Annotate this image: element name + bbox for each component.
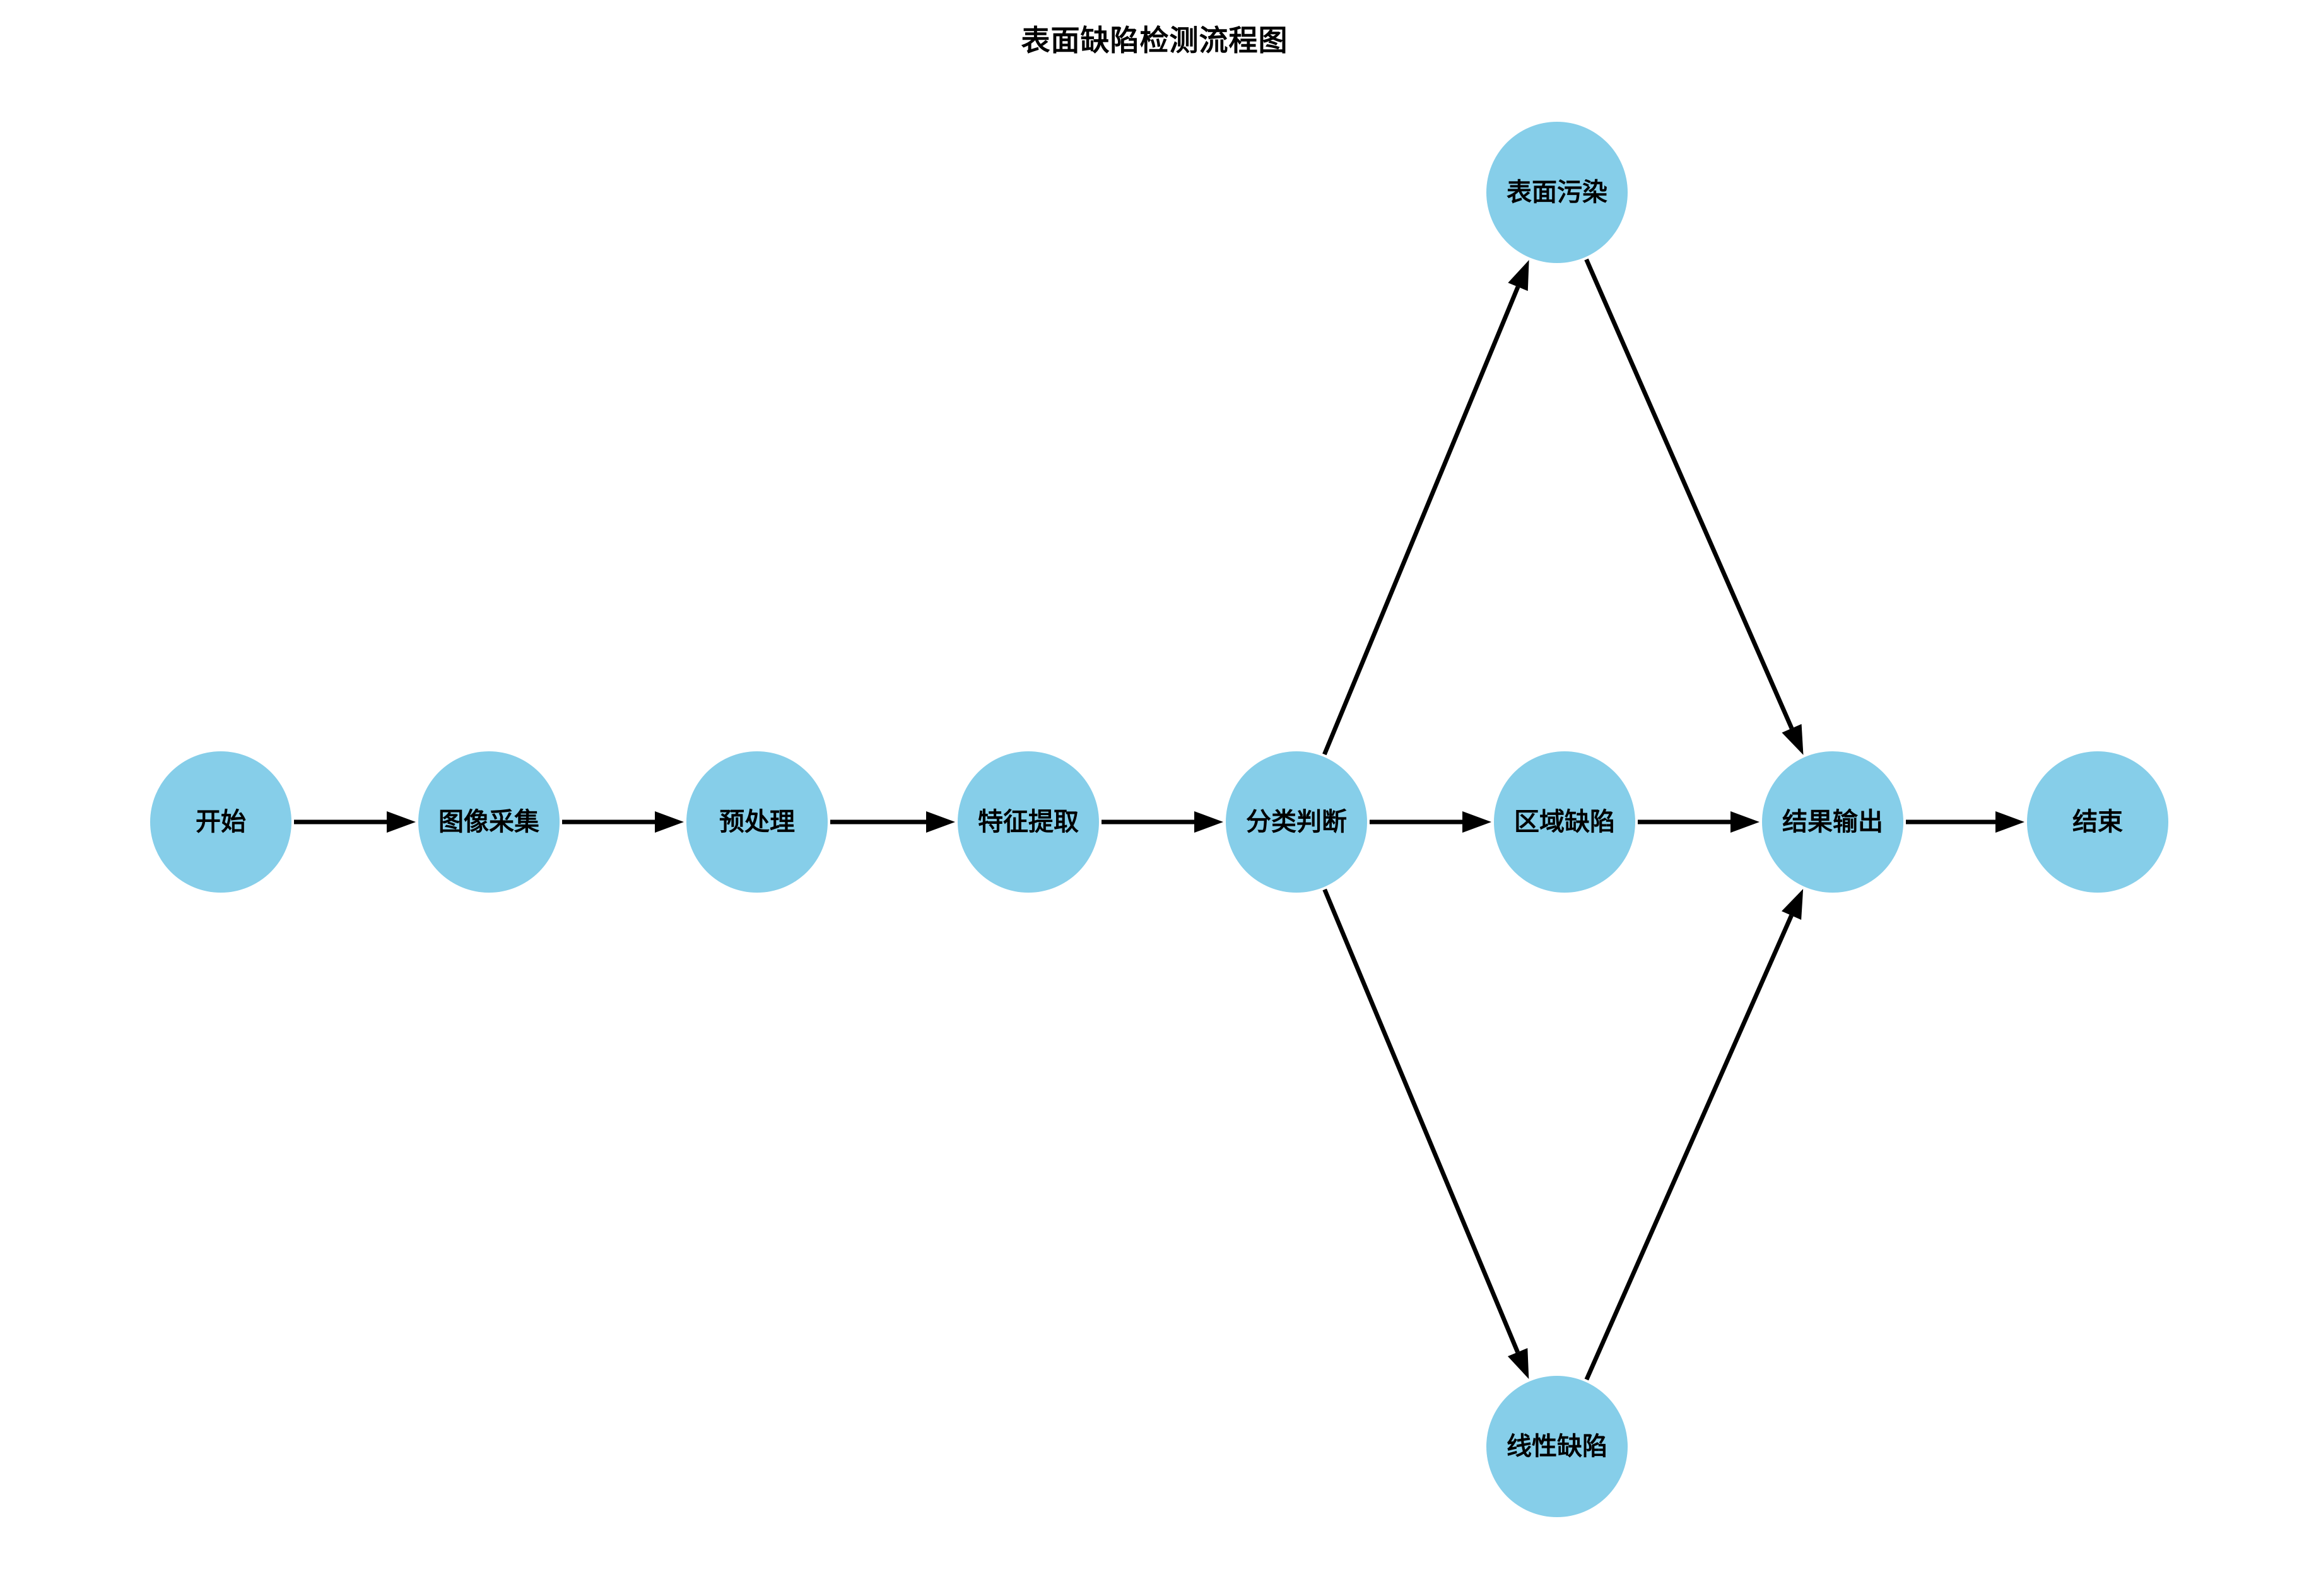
node-start[interactable]: 开始 (150, 751, 291, 893)
node-area-defect[interactable]: 区域缺陷 (1494, 751, 1635, 893)
arrowhead-icon (1782, 724, 1804, 755)
arrowhead-icon (1507, 1347, 1529, 1379)
edge-classify-to-line-defect (1322, 888, 1529, 1379)
node-label: 线性缺陷 (1507, 1433, 1607, 1460)
edge-line (1322, 888, 1520, 1353)
edge-line (1584, 258, 1794, 730)
node-label: 区域缺陷 (1514, 808, 1615, 836)
node-label: 表面污染 (1507, 179, 1607, 206)
node-label: 分类判断 (1246, 808, 1347, 836)
edge-preprocess-to-feature (830, 811, 955, 833)
arrowhead-icon (926, 811, 955, 833)
edge-classify-to-contaminate (1322, 260, 1529, 756)
edge-result-to-end (1906, 811, 2024, 833)
arrowhead-icon (1194, 811, 1223, 833)
node-label: 预处理 (719, 808, 795, 836)
node-capture[interactable]: 图像采集 (418, 751, 560, 893)
node-classify[interactable]: 分类判断 (1226, 751, 1367, 893)
arrowhead-icon (387, 811, 416, 833)
node-feature[interactable]: 特征提取 (958, 751, 1099, 893)
edge-line-defect-to-result (1584, 889, 1804, 1381)
node-line-defect[interactable]: 线性缺陷 (1486, 1376, 1628, 1517)
arrowhead-icon (1508, 260, 1529, 291)
arrowhead-icon (1462, 811, 1491, 833)
node-preprocess[interactable]: 预处理 (686, 751, 828, 893)
edge-capture-to-preprocess (562, 811, 684, 833)
arrowhead-icon (1782, 889, 1804, 920)
node-label: 图像采集 (438, 808, 539, 836)
arrowhead-icon (655, 811, 684, 833)
edge-contaminate-to-result (1584, 258, 1804, 755)
edge-line (1322, 286, 1520, 756)
edge-feature-to-classify (1102, 811, 1223, 833)
edge-area-defect-to-result (1638, 811, 1760, 833)
arrowhead-icon (1995, 811, 2024, 833)
node-label: 特征提取 (978, 808, 1079, 836)
node-label: 开始 (196, 808, 246, 836)
node-label: 结束 (2072, 808, 2123, 836)
node-label: 结果输出 (1782, 808, 1883, 836)
edge-line (1584, 914, 1794, 1381)
node-contaminate[interactable]: 表面污染 (1486, 122, 1628, 263)
node-result[interactable]: 结果输出 (1762, 751, 1903, 893)
page-title: 表面缺陷检测流程图 (1021, 24, 1288, 57)
arrowhead-icon (1730, 811, 1760, 833)
edge-classify-to-area-defect (1370, 811, 1491, 833)
edge-start-to-capture (294, 811, 416, 833)
node-end[interactable]: 结束 (2027, 751, 2168, 893)
